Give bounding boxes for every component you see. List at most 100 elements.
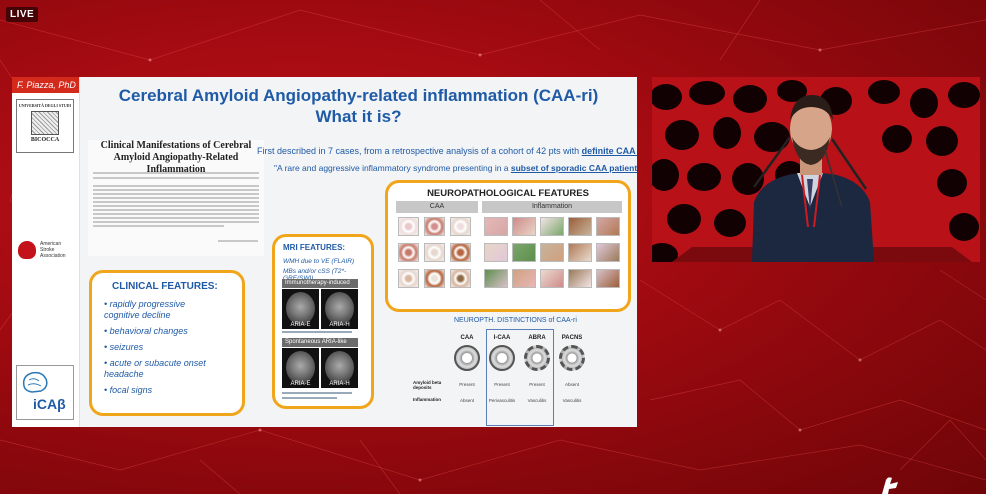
vessel-type-label: PACNS [561,335,583,341]
brain-icon [22,371,48,393]
histology-image [424,269,445,288]
row-label: Inflammation [413,397,442,402]
mri-scan: ARIA-H [321,289,358,329]
vessel-type-label: I-CAA [493,335,511,341]
mri-features-heading: MRI FEATURES: [283,243,346,252]
histology-image [568,217,592,236]
histology-image [540,269,564,288]
mri-scan: ARIA-E [282,348,319,388]
quote-text: "A rare and aggressive inflammatory synd… [274,163,637,173]
histology-image [540,243,564,262]
list-item: behavioral changes [104,326,242,337]
histology-image [512,269,536,288]
mri-strip-label: Immunotherapy-induced ARIA [282,279,358,295]
column-header-inflammation: Inflammation [482,201,622,213]
reference-line [282,392,352,394]
quote-highlight: subset of sporadic CAA patients [510,163,637,173]
distinction-value: Absent [564,382,579,387]
speaker-video-frame [652,77,980,262]
title-line-2: What it is? [315,107,402,126]
mri-features-box: MRI FEATURES: WMH due to VE (FLAIR) MBs … [272,234,374,409]
slide-left-strip: F. Piazza, PhD UNIVERSITÀ DEGLI STUDI BI… [12,77,80,427]
quote-prefix: "A rare and aggressive inflammatory synd… [274,163,511,173]
mri-line: WMH due to VE (FLAIR) [283,258,355,265]
row-label: Amyloid beta deposits [413,380,442,390]
vessel-type-label: ABRA [528,335,546,341]
histology-image [596,243,620,262]
icab-logo: iCAβ [16,365,74,420]
broadcaster-logo-icon [882,477,898,494]
distinction-value: Absent [459,398,474,403]
histology-image [596,217,620,236]
histology-image [568,243,592,262]
reference-line [282,397,337,399]
column-header-caa: CAA [396,201,478,213]
vessel-diagram-icon [524,345,550,371]
heart-icon [18,241,36,259]
clinical-features-list: rapidly progressive cognitive decline be… [104,299,242,401]
speaker-video-feed [652,77,980,262]
histology-image [398,269,419,288]
scan-label: ARIA-H [329,322,350,328]
logo-text: Stroke [40,247,55,253]
vessel-diagram-icon [489,345,515,371]
slide-title: Cerebral Amyloid Angiopathy-related infl… [86,85,631,127]
logo-text: UNIVERSITÀ DEGLI STUDI [18,103,72,108]
intro-prefix: First described in 7 cases, from a retro… [257,146,582,156]
logo-text: BICOCCA [30,137,60,143]
paper-excerpt: Clinical Manifestations of Cerebral Amyl… [88,140,264,256]
intro-highlight: definite CAA diagnosis [581,146,637,156]
histology-image [484,243,508,262]
mri-strip-label: Spontaneous ARIA-like events [282,338,358,354]
histology-image [512,217,536,236]
title-line-1: Cerebral Amyloid Angiopathy-related infl… [118,86,599,105]
histology-image [450,269,471,288]
distinction-value: Present [529,382,545,387]
scan-label: ARIA-E [290,322,311,328]
histology-image [512,243,536,262]
bicocca-logo: UNIVERSITÀ DEGLI STUDI BICOCCA [16,99,74,153]
histology-image [424,217,445,236]
logo-text: Association [40,253,66,259]
reference-line [282,331,352,333]
histology-image [596,269,620,288]
logo-emblem [31,111,59,135]
distinction-value: Perivasculitis [488,398,516,403]
clinical-features-box: CLINICAL FEATURES: rapidly progressive c… [89,270,245,416]
mri-line: MBs and/or cSS (T2*-GRE/SWI) [283,268,347,282]
vessel-diagram-icon [454,345,480,371]
list-item: acute or subacute onset headache [104,358,242,380]
distinctions-highlight-box [486,329,554,426]
distinction-value: Vasculitis [562,398,582,403]
clinical-features-heading: CLINICAL FEATURES: [112,281,218,292]
vessel-type-label: CAA [460,335,474,341]
aha-logo: American Stroke Association [16,237,74,267]
histology-image [398,243,419,262]
logo-text: American [40,241,62,247]
paper-title: Clinical Manifestations of Cerebral Amyl… [100,140,252,175]
histology-image [484,269,508,288]
histology-image [424,243,445,262]
mri-scan: ARIA-H [321,348,358,388]
vessel-diagram-icon [559,345,585,371]
mri-scan: ARIA-E [282,289,319,329]
neuropathological-features-box: NEUROPATHOLOGICAL FEATURES CAA Inflammat… [385,180,631,312]
list-item: focal signs [104,385,242,396]
distinction-value: Present [494,382,510,387]
presentation-slide: F. Piazza, PhD UNIVERSITÀ DEGLI STUDI BI… [12,77,637,427]
list-item: seizures [104,342,242,353]
histology-image [398,217,419,236]
histology-image [540,217,564,236]
histology-image [450,243,471,262]
list-item: rapidly progressive cognitive decline [104,299,219,321]
intro-text: First described in 7 cases, from a retro… [257,146,637,156]
histology-image [484,217,508,236]
neuropathological-heading: NEUROPATHOLOGICAL FEATURES [427,188,589,199]
presenter-name: F. Piazza, PhD [12,77,79,93]
scan-label: ARIA-E [290,381,311,387]
histology-image [450,217,471,236]
logo-text: iCAβ [33,396,66,412]
histology-image [568,269,592,288]
distinctions-heading: NEUROPTH. DISTINCTIONS of CAA-ri [454,317,577,324]
